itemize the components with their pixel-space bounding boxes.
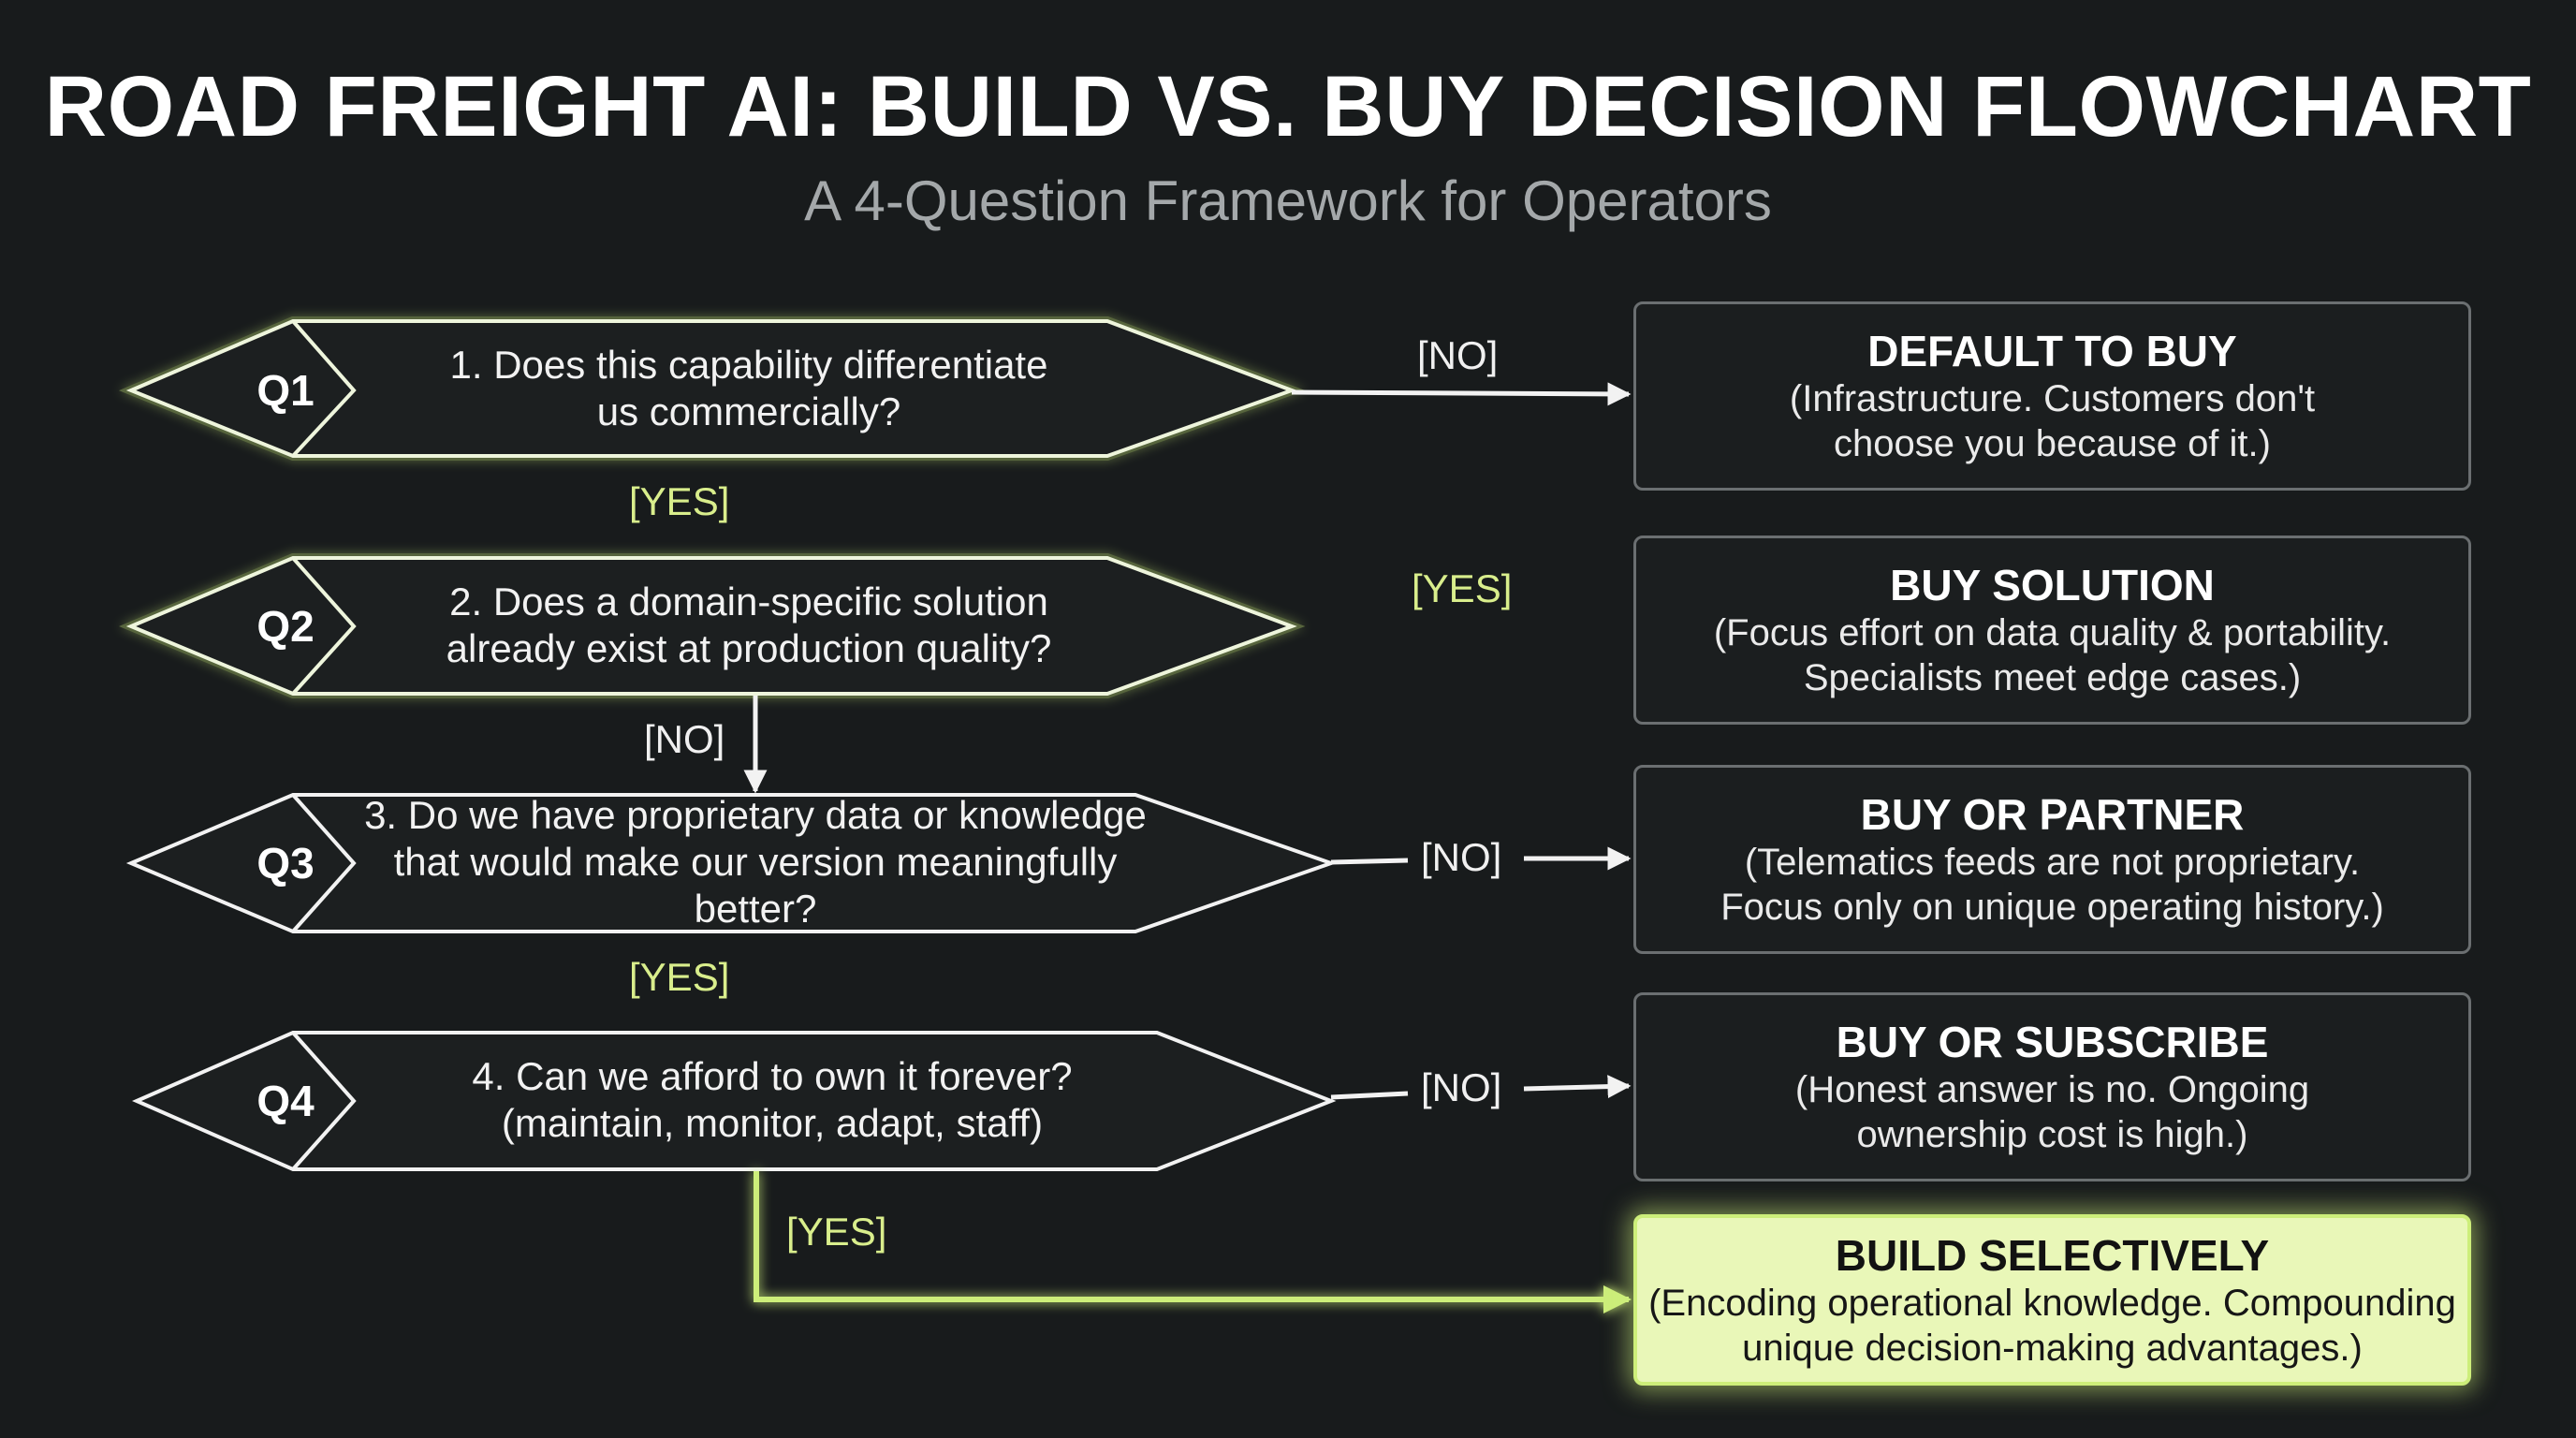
outcome-description: (Encoding operational knowledge. Compoun… [1648, 1282, 2456, 1369]
q4-decision-shape [132, 1031, 1337, 1171]
q3-text: 3. Do we have proprietary data or knowle… [364, 793, 1147, 931]
outcome-buy-or-partner: BUY OR PARTNER (Telematics feeds are not… [1633, 765, 2471, 954]
outcome-title: BUILD SELECTIVELY [1835, 1230, 2270, 1280]
q1-yes-label: [YES] [629, 479, 730, 523]
q1-decision-shape [118, 316, 1306, 461]
outcome-description: (Focus effort on data quality & portabil… [1713, 612, 2392, 698]
page-subtitle: A 4-Question Framework for Operators [804, 169, 1772, 232]
q1-text: 1. Does this capability differentiate us… [449, 343, 1048, 433]
q2-no-label: [NO] [644, 717, 725, 761]
q3-yes-label: [YES] [629, 955, 730, 999]
page-title: ROAD FREIGHT AI: BUILD VS. BUY DECISION … [44, 59, 2532, 154]
q4-text: 4. Can we afford to own it forever? (mai… [472, 1054, 1073, 1145]
q3-no-label: [NO] [1421, 835, 1502, 879]
outcome-title: BUY OR PARTNER [1860, 790, 2245, 839]
outcome-default-to-buy: DEFAULT TO BUY (Infrastructure. Customer… [1633, 301, 2471, 491]
q3-decision-shape [125, 793, 1338, 933]
q1-number: Q1 [256, 366, 315, 415]
outcome-description: (Infrastructure. Customers don't choose … [1789, 378, 2316, 464]
q2-decision-shape [119, 553, 1306, 698]
q1-no-label: [NO] [1417, 333, 1499, 377]
q3-number: Q3 [256, 839, 315, 888]
outcome-title: DEFAULT TO BUY [1867, 327, 2237, 375]
q4-no-line [1330, 1091, 1409, 1100]
outcome-build-selectively: BUILD SELECTIVELY (Encoding operational … [1633, 1214, 2471, 1386]
q4-no-label: [NO] [1421, 1065, 1502, 1109]
q4-yes-arrow [754, 1171, 1632, 1313]
q4-no-arrow [1523, 1075, 1632, 1099]
q3-no-line [1330, 858, 1409, 865]
outcome-buy-or-subscribe: BUY OR SUBSCRIBE (Honest answer is no. O… [1633, 992, 2471, 1181]
outcome-title: BUY SOLUTION [1890, 561, 2215, 609]
outcome-title: BUY OR SUBSCRIBE [1836, 1018, 2269, 1066]
q4-number: Q4 [256, 1077, 315, 1125]
outcome-description: (Telematics feeds are not proprietary. F… [1720, 842, 2384, 928]
outcome-buy-solution: BUY SOLUTION (Focus effort on data quali… [1633, 536, 2471, 725]
q2-number: Q2 [256, 602, 315, 651]
q2-yes-label: [YES] [1412, 566, 1513, 610]
q1-no-arrow [1291, 382, 1632, 406]
outcome-description: (Honest answer is no. Ongoing ownership … [1794, 1069, 2310, 1155]
q2-text: 2. Does a domain-specific solution alrea… [446, 580, 1052, 670]
q4-yes-label: [YES] [786, 1210, 887, 1254]
